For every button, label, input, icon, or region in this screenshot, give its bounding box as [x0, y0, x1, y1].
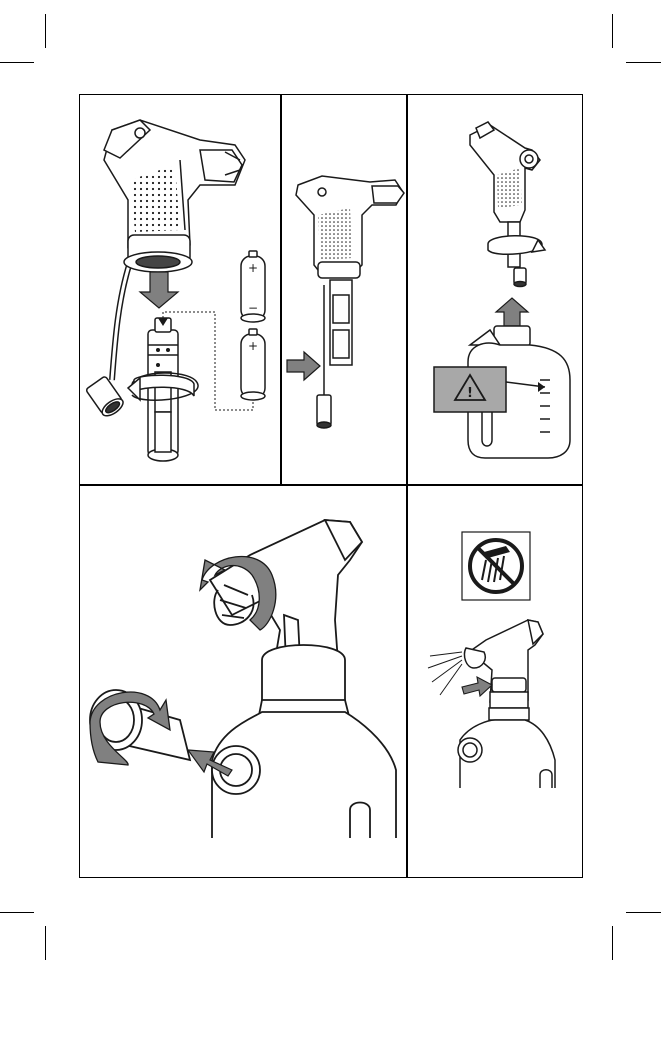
arrow-down-icon: [140, 272, 178, 308]
arrow-right-icon: [287, 352, 320, 380]
battery-tube: [148, 318, 178, 461]
battery-plus-label: +: [248, 261, 258, 275]
spray-icon: [428, 652, 462, 695]
sprayer-in-use: [458, 620, 555, 788]
sprayer-with-battery-holder: [296, 176, 404, 428]
sprayer-head-large: [210, 520, 362, 735]
sprayer-head-small: [470, 122, 540, 287]
battery-plus-label: +: [248, 339, 258, 353]
arrow-up-icon: [496, 298, 528, 326]
no-shower-sign: [462, 532, 530, 600]
warning-exclamation: !: [467, 386, 473, 401]
battery-minus-label: −: [248, 301, 258, 315]
bottle-large: [212, 712, 396, 838]
arrow-right-icon: [462, 677, 492, 696]
